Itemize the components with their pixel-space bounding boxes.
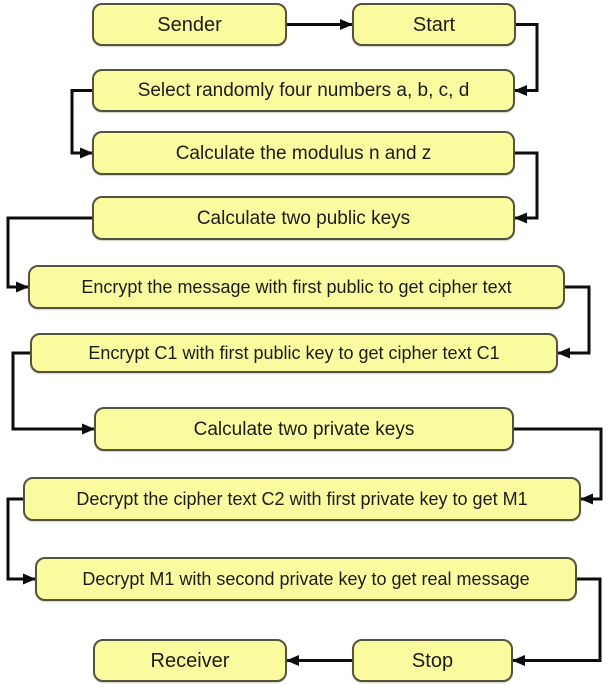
connector-start-select [514, 23, 539, 96]
node-encrypt-message: Encrypt the message with first public to… [28, 265, 565, 309]
node-calc-public-keys: Calculate two public keys [92, 196, 515, 240]
node-decrypt-m1: Decrypt M1 with second private key to ge… [35, 557, 577, 601]
node-calc-modulus: Calculate the modulus n and z [92, 131, 515, 175]
connector-modulus-public-keys [514, 151, 539, 224]
node-start: Start [352, 3, 516, 46]
node-stop: Stop [352, 639, 513, 682]
node-decrypt-c2: Decrypt the cipher text C2 with first pr… [23, 477, 581, 521]
node-receiver: Receiver [93, 639, 287, 682]
connector-select-calc-modulus [70, 89, 93, 159]
node-select-numbers: Select randomly four numbers a, b, c, d [92, 69, 515, 112]
node-calc-private-keys: Calculate two private keys [94, 407, 514, 451]
node-sender: Sender [92, 3, 287, 46]
node-encrypt-c1: Encrypt C1 with first public key to get … [30, 333, 558, 373]
